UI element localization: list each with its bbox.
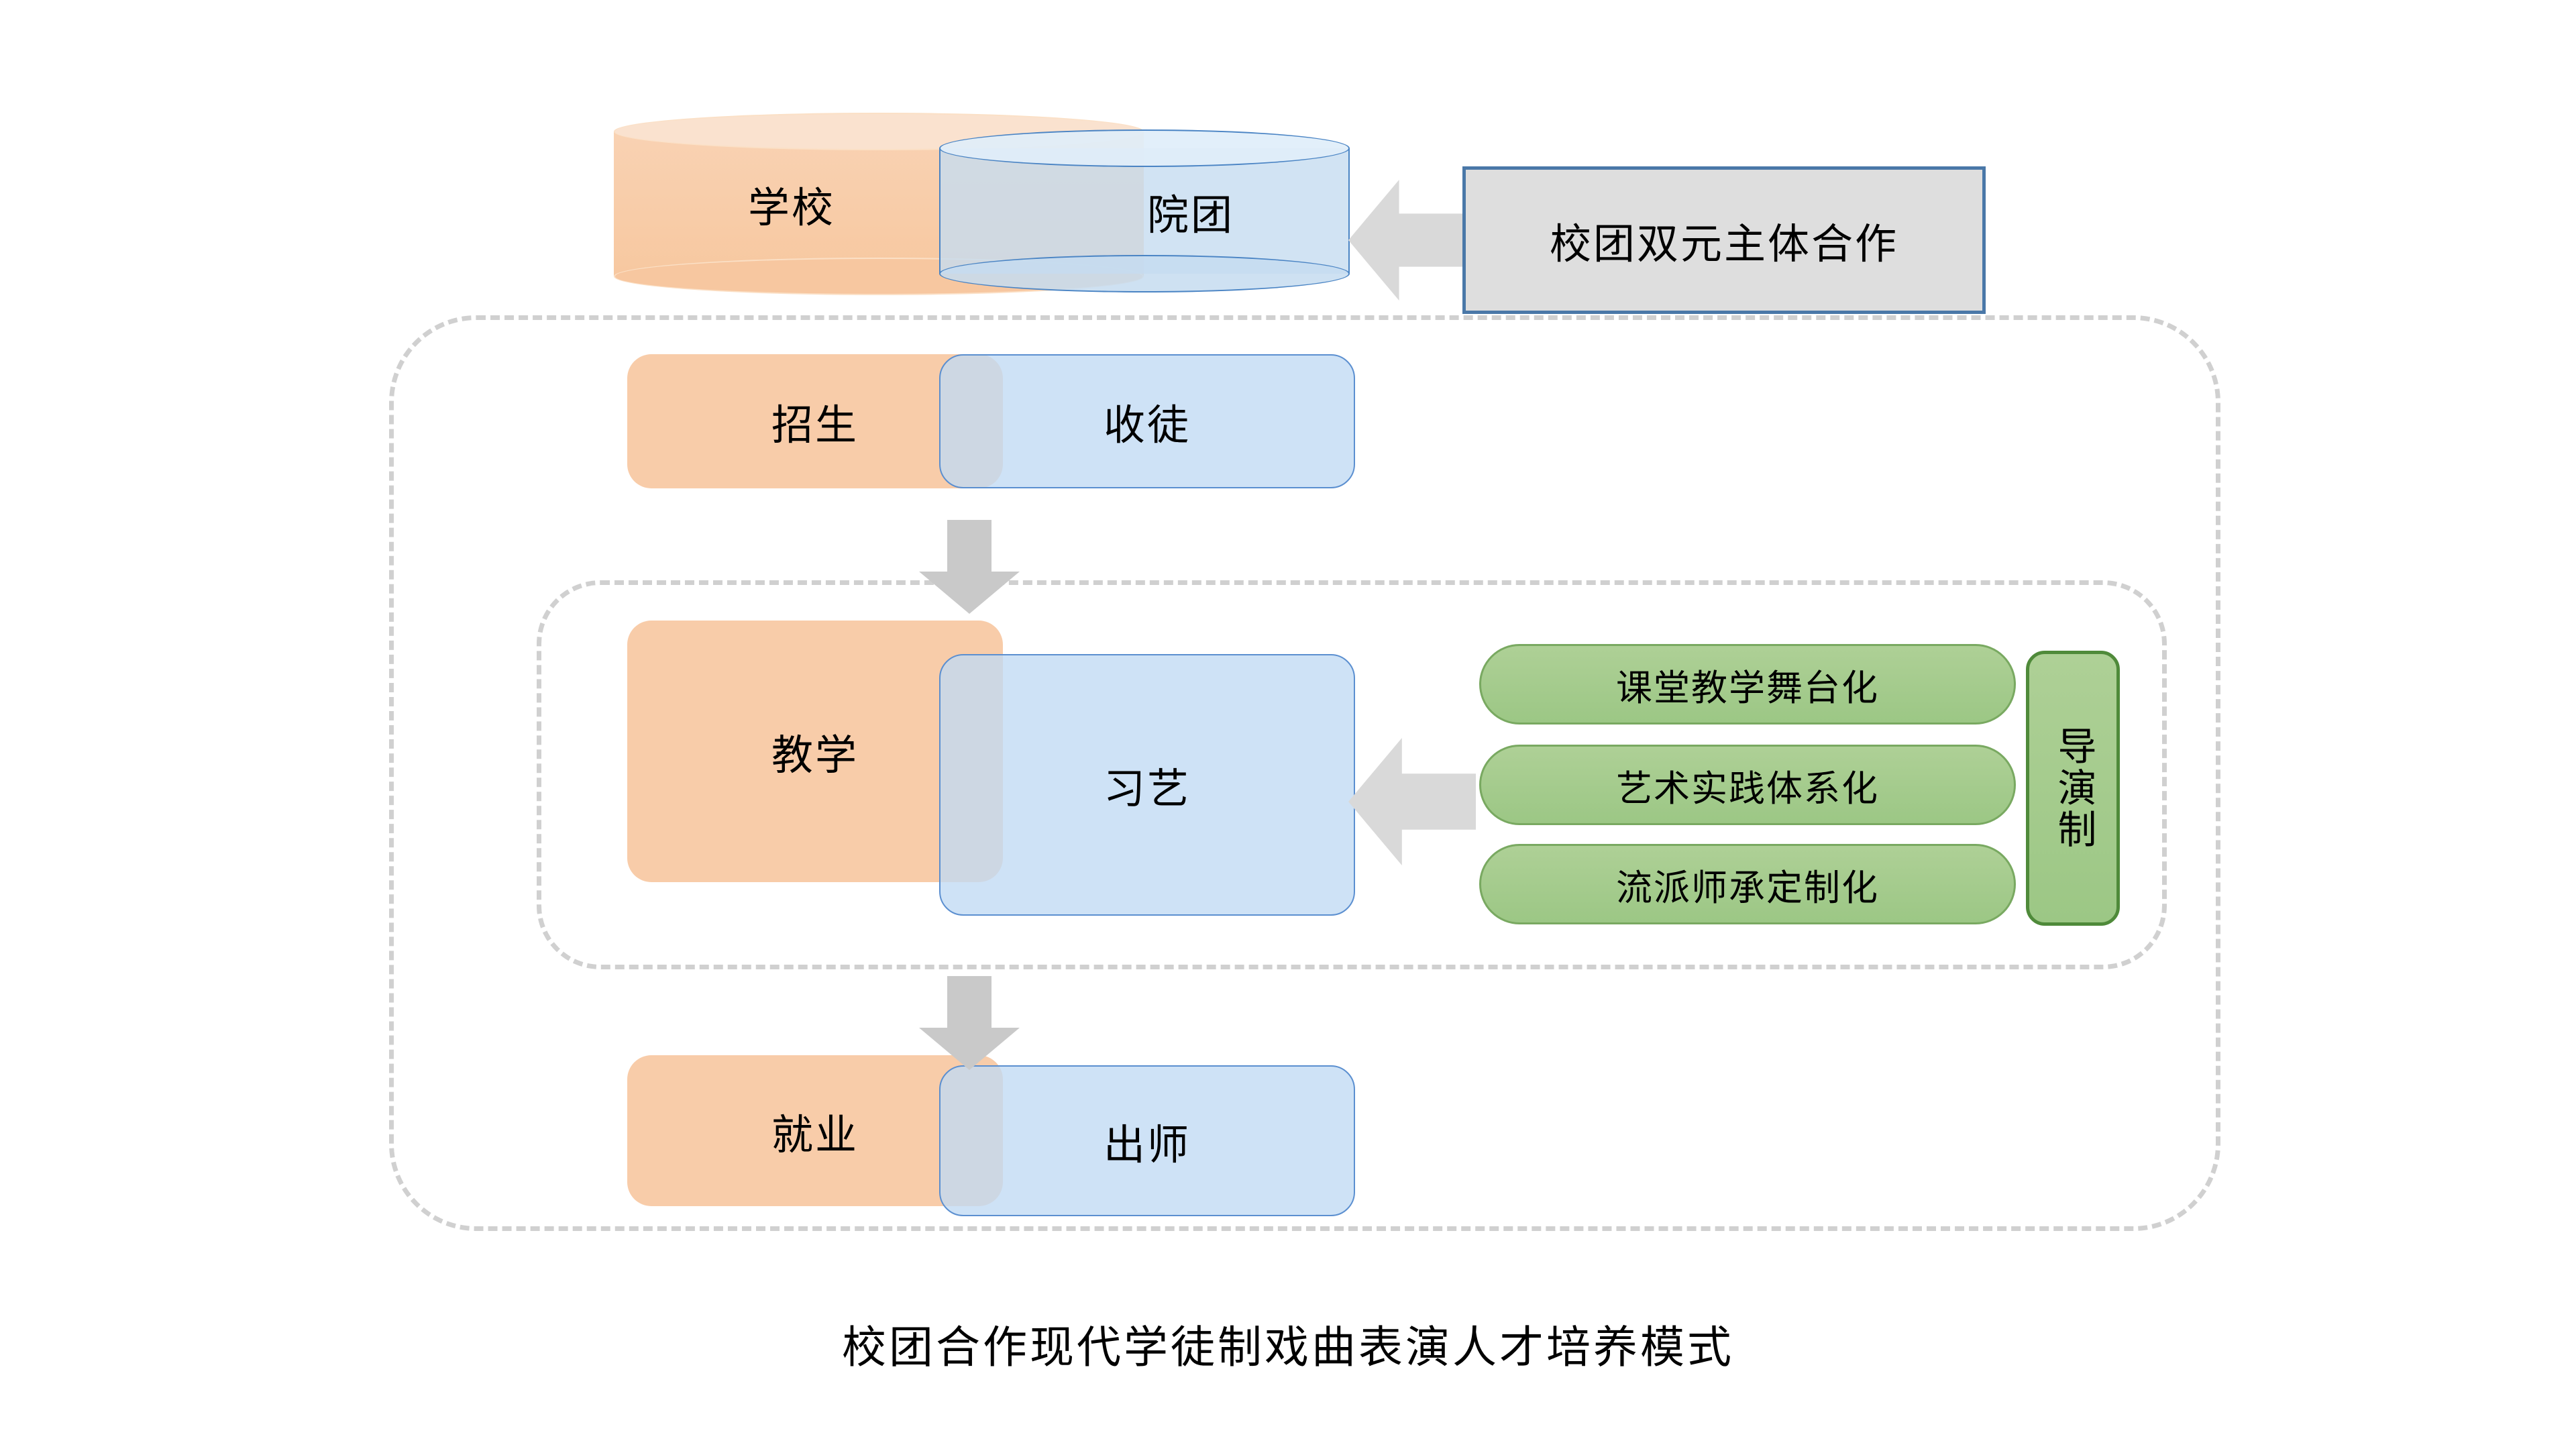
pill-school-inheritance-label: 流派师承定制化 <box>1616 867 1879 908</box>
cylinder-troupe[interactable]: 院团 <box>939 129 1350 292</box>
pill-classroom-stage[interactable]: 课堂教学舞台化 <box>1479 644 2016 724</box>
cylinder-troupe-bottom-ellipse <box>939 255 1350 292</box>
inner-dashed-container <box>537 580 2167 969</box>
pill-school-inheritance[interactable]: 流派师承定制化 <box>1479 844 2016 924</box>
outer-dashed-container <box>389 315 2220 1231</box>
cylinder-troupe-label: 院团 <box>1147 192 1235 239</box>
box-recruitment-right[interactable]: 收徒 <box>939 354 1355 488</box>
callout-label: 校团双元主体合作 <box>1549 221 1898 268</box>
box-recruitment-left-label: 招生 <box>771 402 859 449</box>
box-director-system-label: 导演制 <box>2051 726 2096 851</box>
pill-art-practice[interactable]: 艺术实践体系化 <box>1479 745 2016 825</box>
diagram-caption: 校团合作现代学徒制戏曲表演人才培养模式 <box>842 1322 1734 1372</box>
box-recruitment-right-label: 收徒 <box>1103 402 1191 449</box>
pill-classroom-stage-label: 课堂教学舞台化 <box>1616 667 1879 708</box>
box-employment-right-label: 出师 <box>1103 1122 1191 1169</box>
cylinder-troupe-top-ellipse <box>939 129 1350 167</box>
pill-art-practice-label: 艺术实践体系化 <box>1616 768 1879 809</box>
callout-cooperation[interactable]: 校团双元主体合作 <box>1462 166 1986 314</box>
box-employment-right[interactable]: 出师 <box>939 1065 1355 1216</box>
box-teaching-right[interactable]: 习艺 <box>939 654 1355 916</box>
box-teaching-left-label: 教学 <box>771 733 859 779</box>
cylinder-troupe-body <box>939 148 1350 274</box>
box-director-system[interactable]: 导演制 <box>2026 651 2120 926</box>
box-employment-left-label: 就业 <box>771 1112 859 1159</box>
box-teaching-right-label: 习艺 <box>1103 766 1191 812</box>
cylinder-school-label: 学校 <box>748 185 836 231</box>
